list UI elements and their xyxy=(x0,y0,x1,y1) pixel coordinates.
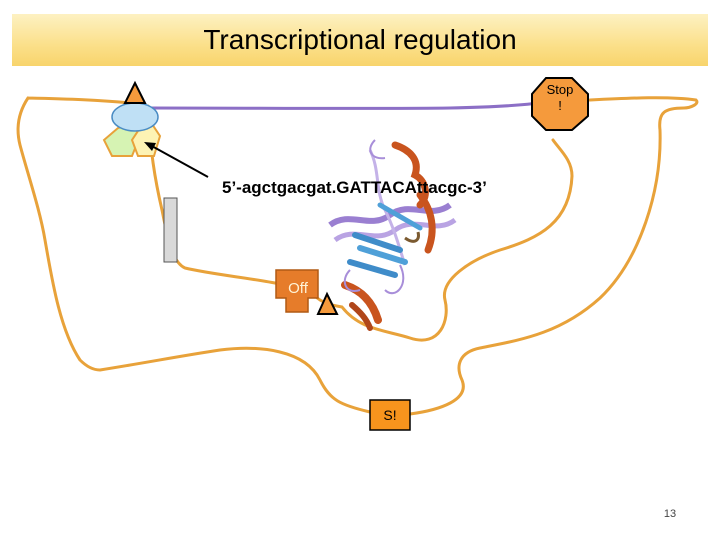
start-triangle-marker xyxy=(123,80,147,104)
stop-sign-line2: ! xyxy=(558,98,562,113)
page-title: Transcriptional regulation xyxy=(203,24,517,55)
signal-box-label: S! xyxy=(383,407,397,423)
off-repressor-label: Off xyxy=(288,280,308,297)
binding-arrow-line xyxy=(149,144,209,178)
polymerase-complex-icon xyxy=(102,80,162,157)
binding-arrow-head xyxy=(144,142,156,151)
stop-sign-icon xyxy=(531,77,589,131)
gray-bar xyxy=(163,197,178,263)
page-number: 13 xyxy=(663,508,677,520)
signal-box-icon xyxy=(369,399,411,431)
dna-sequence-label: 5’-agctgacgat.GATTACAttacgc-3’ xyxy=(222,178,487,197)
rna-transcript-line xyxy=(149,99,554,110)
polymerase-ellipse xyxy=(111,102,159,132)
title-bar: Transcriptional regulation xyxy=(12,14,708,66)
off-triangle-marker xyxy=(316,291,339,315)
off-repressor-icon xyxy=(275,269,319,313)
stop-sign-label: Stop ! xyxy=(534,82,586,114)
protein-dna-structure-icon xyxy=(328,139,457,331)
stop-sign-line1: Stop xyxy=(546,82,574,97)
